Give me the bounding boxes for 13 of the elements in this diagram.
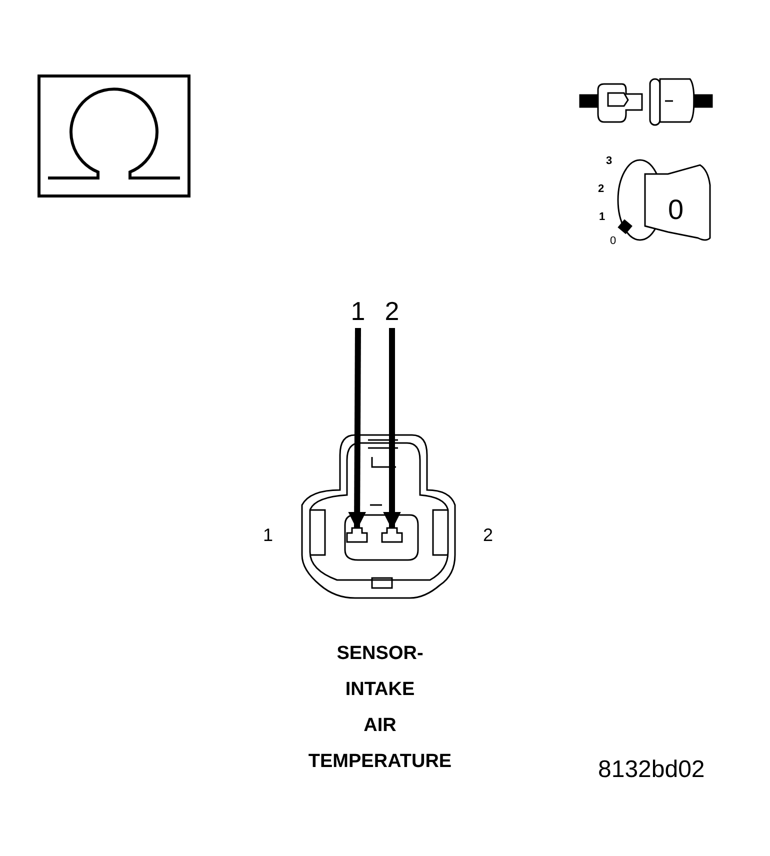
figure-code: 8132bd02	[598, 758, 705, 782]
probe-arrow	[383, 328, 401, 530]
component-name: SENSOR- INTAKE AIR TEMPERATURE	[307, 642, 453, 774]
key-position-number: 0	[668, 196, 684, 224]
probe-arrow	[348, 328, 366, 530]
dial-position-number: 1	[599, 212, 606, 223]
dial-position-number: 2	[598, 184, 604, 195]
pin-number: 1	[348, 298, 368, 324]
cavity-number: 1	[263, 526, 274, 544]
pin-number: 2	[382, 298, 402, 324]
dial-position-number: 3	[606, 156, 612, 167]
cavity-number: 2	[483, 526, 494, 544]
dial-position-number: 0	[610, 236, 616, 247]
